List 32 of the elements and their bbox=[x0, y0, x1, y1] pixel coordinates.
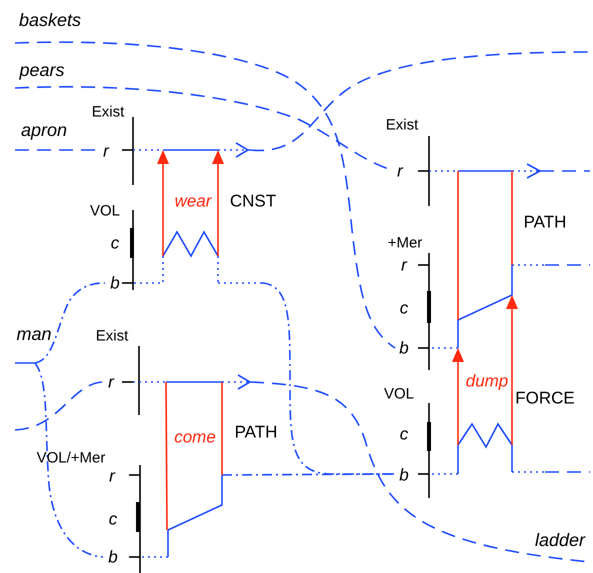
scale-point-label: r bbox=[103, 142, 109, 160]
relation-label: FORCE bbox=[515, 390, 575, 406]
scale-point-label: b bbox=[108, 548, 118, 566]
relation-label: PATH bbox=[524, 214, 566, 230]
participant-label: apron bbox=[20, 121, 68, 139]
verb-label: dump bbox=[466, 372, 508, 390]
scale-label: VOL bbox=[384, 386, 414, 402]
scale-label: Exist bbox=[96, 328, 128, 344]
participant-label: ladder bbox=[534, 531, 586, 549]
verb-label: come bbox=[174, 428, 216, 446]
relation-label: CNST bbox=[230, 192, 276, 210]
participant-label: man bbox=[16, 325, 52, 343]
scale-label: VOL bbox=[90, 204, 120, 218]
scale-point-label: r bbox=[109, 468, 115, 484]
scale-point-label: c bbox=[400, 300, 408, 316]
scale-point-label: c bbox=[400, 426, 408, 442]
participant-label: pears bbox=[19, 61, 65, 79]
scale-point-label: r bbox=[397, 162, 403, 180]
scale-label: +Mer bbox=[388, 236, 422, 250]
scale-point-label: b bbox=[399, 466, 409, 484]
scale-point-label: r bbox=[108, 374, 114, 390]
scale-label: Exist bbox=[386, 118, 418, 132]
scale-label: VOL/+Mer bbox=[36, 450, 106, 466]
participant-label: baskets bbox=[18, 11, 82, 29]
scale-point-label: c bbox=[110, 234, 120, 252]
scale-point-label: r bbox=[401, 256, 407, 274]
scale-label: Exist bbox=[92, 104, 124, 120]
scale-point-label: b bbox=[110, 274, 120, 292]
relation-label: PATH bbox=[234, 424, 278, 440]
verb-label: wear bbox=[174, 192, 212, 210]
scale-point-label: c bbox=[108, 510, 118, 528]
scale-point-label: b bbox=[399, 340, 409, 356]
